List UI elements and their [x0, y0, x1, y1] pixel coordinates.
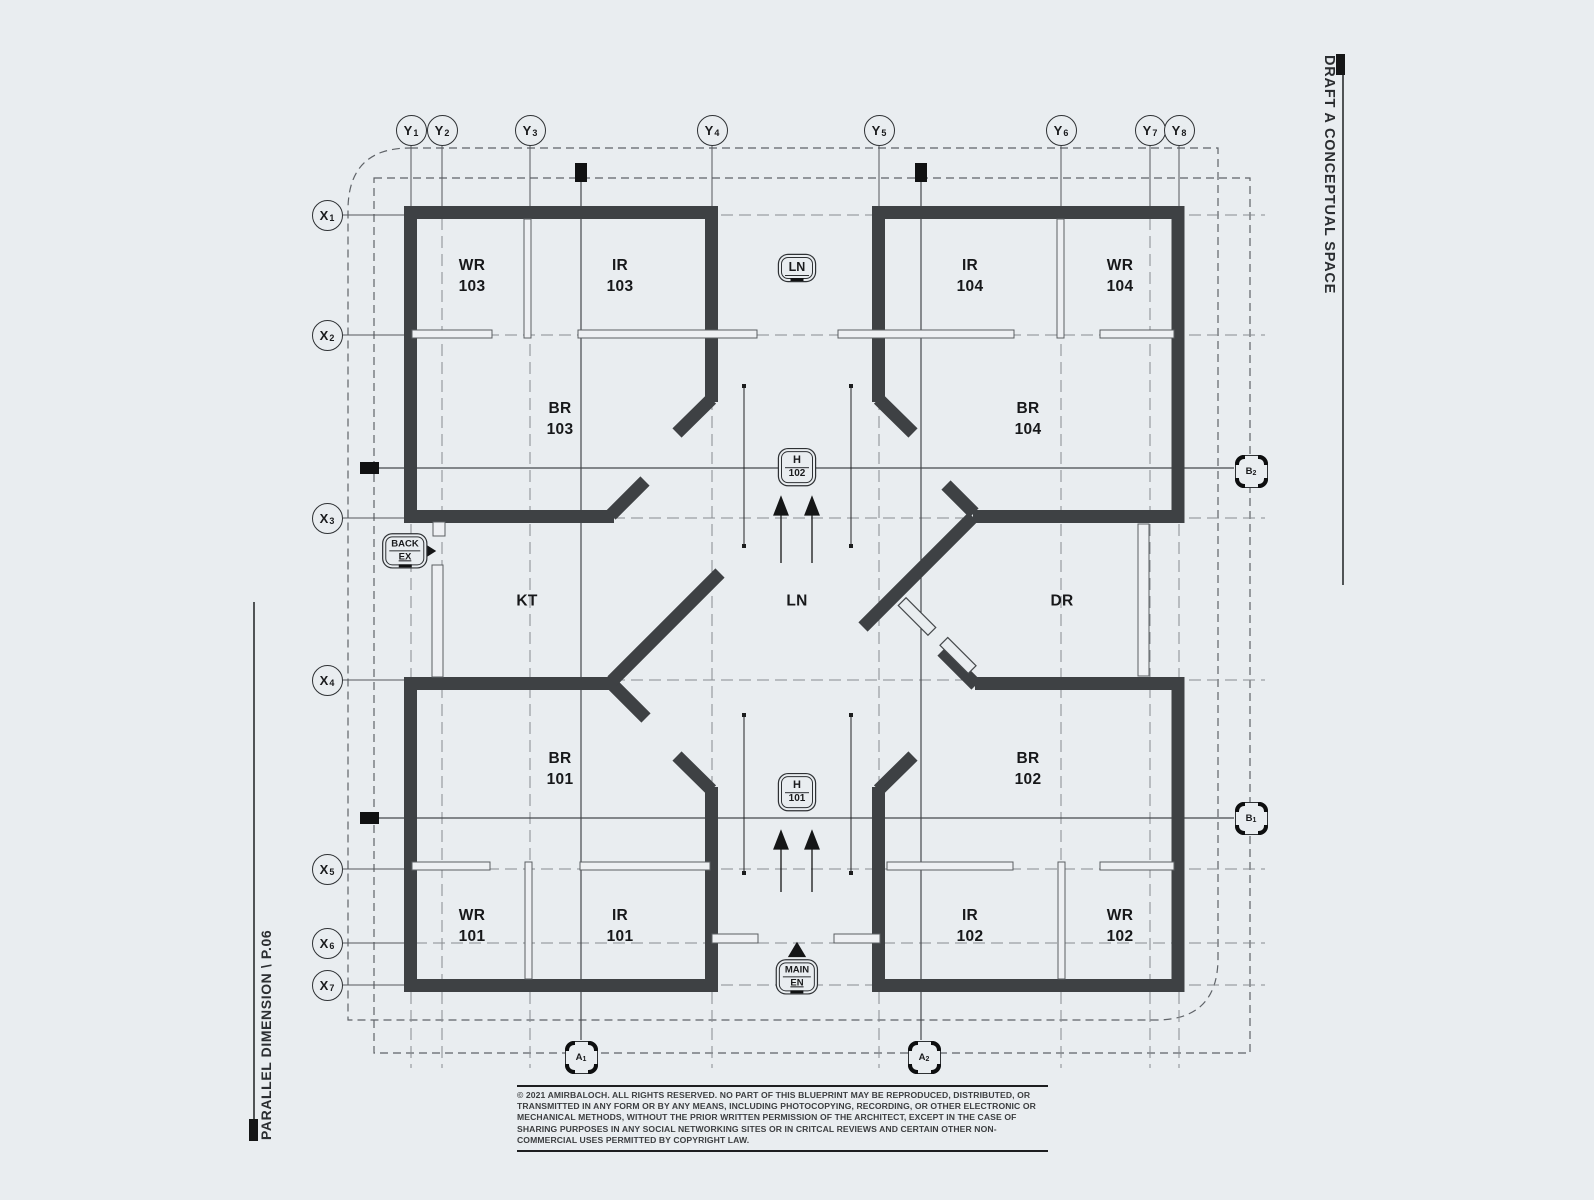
room-label-ln: LN [786, 592, 808, 610]
section-cut-ticks [360, 163, 927, 824]
boundary-dashed-outlines [347, 147, 1251, 1054]
tag-back-exit: BACK EX [385, 536, 425, 568]
dimension-dots [742, 384, 853, 875]
copyright-notice: © 2021 AMIRBALOCH. ALL RIGHTS RESERVED. … [517, 1085, 1048, 1152]
walls-unit-101 [404, 677, 718, 992]
walls [404, 206, 1185, 992]
walls-unit-102 [872, 646, 1185, 992]
tag-foot [398, 564, 412, 568]
grid-line-solid-stubs [343, 146, 1180, 986]
left-margin-title: PARALLEL DIMENSION \ P.06 [258, 929, 274, 1140]
tag-main-entrance: MAIN EN [778, 962, 816, 994]
walls-unit-104 [872, 206, 1185, 523]
tag-hall-101: H 101 [781, 776, 813, 808]
tag-foot [790, 278, 804, 281]
walls-hall-diagonals [607, 512, 978, 686]
walls-unit-103 [404, 206, 718, 523]
tag-foot [790, 990, 804, 994]
tag-hall-102: H 102 [781, 451, 813, 483]
annotation-rules [249, 54, 1345, 1141]
dimension-lines [743, 386, 852, 873]
direction-arrows [423, 495, 820, 958]
main-entrance-arrow [787, 941, 807, 958]
back-exit-arrow [423, 542, 437, 560]
right-margin-title: DRAFT A CONCEPTUAL SPACE [1321, 55, 1337, 295]
room-label-kt: KT [516, 592, 538, 610]
tag-ln-upper: LN [781, 257, 813, 281]
room-label-dr: DR [1050, 592, 1074, 610]
door-leaves [897, 596, 977, 675]
panels-and-partitions [411, 218, 1175, 980]
